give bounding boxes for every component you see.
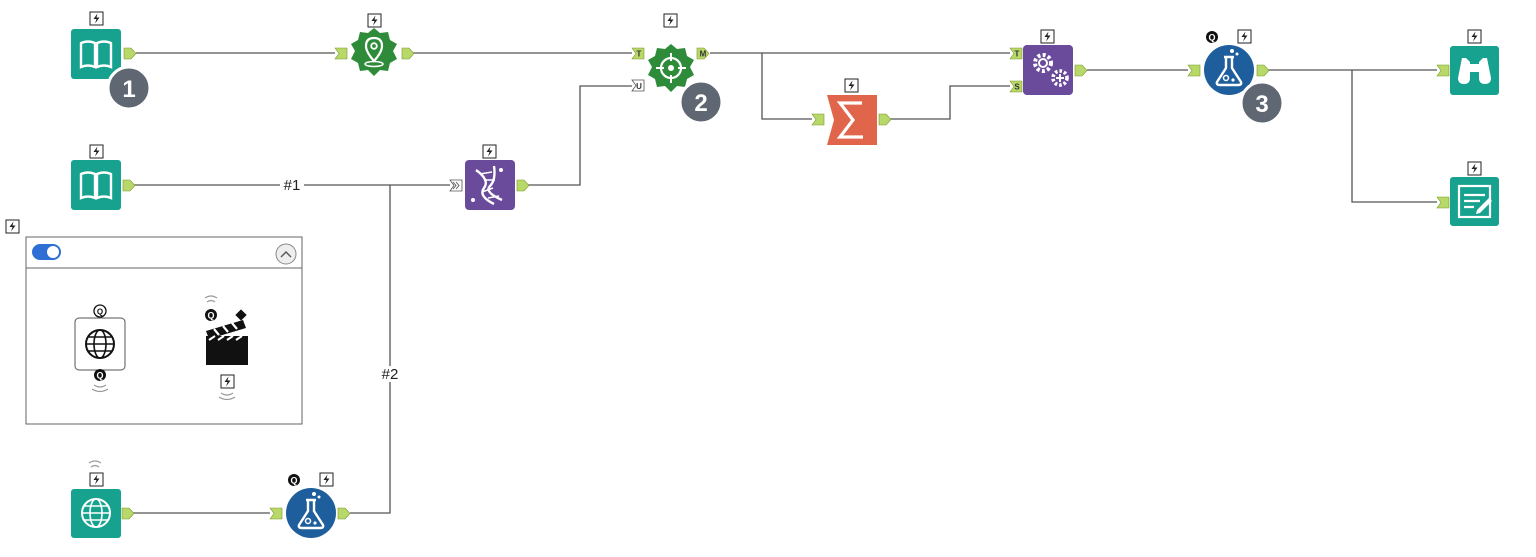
bolt-icon xyxy=(482,144,497,159)
interface-globe-tool[interactable]: Q xyxy=(74,304,126,393)
bolt-icon xyxy=(1467,161,1482,176)
bolt-icon xyxy=(367,13,382,28)
binoculars-icon xyxy=(1450,46,1499,95)
browse-tool[interactable] xyxy=(1436,29,1499,95)
bolt-icon xyxy=(89,144,104,159)
input-anchor-source[interactable]: S xyxy=(1009,80,1023,93)
q-marker-icon xyxy=(288,474,300,486)
wire-summarize-to-append-s[interactable] xyxy=(889,85,1010,120)
book-icon xyxy=(69,27,123,81)
svg-text:T: T xyxy=(1015,50,1020,59)
wireless-icon xyxy=(204,295,218,303)
output-anchor[interactable] xyxy=(121,507,135,520)
summarize-tool[interactable] xyxy=(811,78,892,145)
svg-text:T: T xyxy=(637,50,642,59)
input-anchor[interactable] xyxy=(334,47,348,60)
step-badge-1: 1 xyxy=(106,65,152,111)
output-anchor[interactable] xyxy=(122,179,136,192)
formula-tool-2[interactable] xyxy=(269,472,351,540)
multi-input-anchor[interactable] xyxy=(449,179,463,192)
wire-match-to-summarize[interactable] xyxy=(761,53,812,120)
input-anchor-universe[interactable]: U xyxy=(631,79,645,92)
flask-icon xyxy=(284,486,338,540)
globe-icon xyxy=(71,489,121,538)
bolt-icon xyxy=(844,78,859,93)
input-anchor[interactable] xyxy=(1436,64,1450,77)
step-badge-3: 3 xyxy=(1239,80,1285,126)
append-fields-tool[interactable]: T S xyxy=(1009,29,1088,95)
connection-label-2: #2 xyxy=(382,366,399,383)
svg-text:S: S xyxy=(1014,83,1020,92)
sigma-icon xyxy=(827,95,877,145)
spatial-match-tool[interactable]: T U M xyxy=(631,13,710,92)
svg-text:3: 3 xyxy=(1255,91,1268,118)
svg-text:Q: Q xyxy=(97,308,103,317)
action-tool[interactable] xyxy=(204,295,248,401)
bolt-icon xyxy=(89,472,104,487)
wireless-icon xyxy=(218,392,236,401)
q-marker-icon: Q xyxy=(93,304,107,318)
output-anchor[interactable] xyxy=(401,47,415,60)
wireless-icon xyxy=(88,460,102,468)
wire-formula3-to-report[interactable] xyxy=(1351,70,1437,203)
input-anchor[interactable] xyxy=(1436,196,1450,209)
bolt-icon xyxy=(220,374,235,389)
input-anchor-target[interactable]: T xyxy=(1009,47,1023,60)
globe-icon xyxy=(85,329,115,359)
bolt-icon xyxy=(319,472,334,487)
wire-formula-to-generate[interactable] xyxy=(350,185,391,514)
connection-label-1: #1 xyxy=(284,177,301,194)
bolt-icon xyxy=(1237,29,1252,44)
input-anchor[interactable] xyxy=(1187,64,1201,77)
dna-tool[interactable] xyxy=(449,144,530,210)
container-collapse-button[interactable] xyxy=(275,243,297,265)
wireless-icon xyxy=(91,384,109,393)
output-anchor[interactable] xyxy=(1074,64,1088,77)
output-anchor[interactable] xyxy=(337,507,351,520)
q-marker-icon xyxy=(1206,31,1218,43)
q-marker-icon xyxy=(94,369,106,381)
input-data-tool-2[interactable] xyxy=(69,144,136,212)
bolt-icon xyxy=(1467,29,1482,44)
bolt-icon xyxy=(89,11,104,26)
bolt-icon xyxy=(1040,29,1055,44)
report-tool[interactable] xyxy=(1436,161,1499,226)
dna-icon xyxy=(465,160,515,210)
svg-text:2: 2 xyxy=(694,90,707,117)
tool-container[interactable]: Q xyxy=(25,236,303,425)
gears-icon xyxy=(1023,45,1073,95)
svg-text:U: U xyxy=(636,82,642,91)
spatial-info-tool[interactable] xyxy=(334,13,415,76)
output-anchor-master[interactable]: M xyxy=(696,47,710,60)
svg-text:1: 1 xyxy=(122,76,135,103)
web-input-tool[interactable] xyxy=(71,460,135,538)
output-anchor[interactable] xyxy=(878,113,892,126)
report-icon xyxy=(1450,177,1499,226)
bolt-icon xyxy=(5,219,20,234)
container-enable-toggle[interactable] xyxy=(32,244,61,260)
wire-generate-to-match-u[interactable] xyxy=(527,85,632,186)
input-anchor-target[interactable]: T xyxy=(631,47,645,60)
clapperboard-icon xyxy=(206,309,248,365)
q-marker-icon xyxy=(205,309,217,321)
crosshair-icon xyxy=(648,44,694,92)
map-pin-icon xyxy=(351,28,397,76)
input-anchor[interactable] xyxy=(811,113,825,126)
output-anchor[interactable] xyxy=(516,179,530,192)
svg-text:M: M xyxy=(700,50,707,59)
output-anchor[interactable] xyxy=(123,47,137,60)
book-icon xyxy=(69,158,123,212)
step-badge-2: 2 xyxy=(678,79,724,125)
input-anchor[interactable] xyxy=(269,507,283,520)
connection-wires xyxy=(133,52,1437,514)
bolt-icon xyxy=(663,13,678,28)
output-anchor[interactable] xyxy=(1256,64,1270,77)
